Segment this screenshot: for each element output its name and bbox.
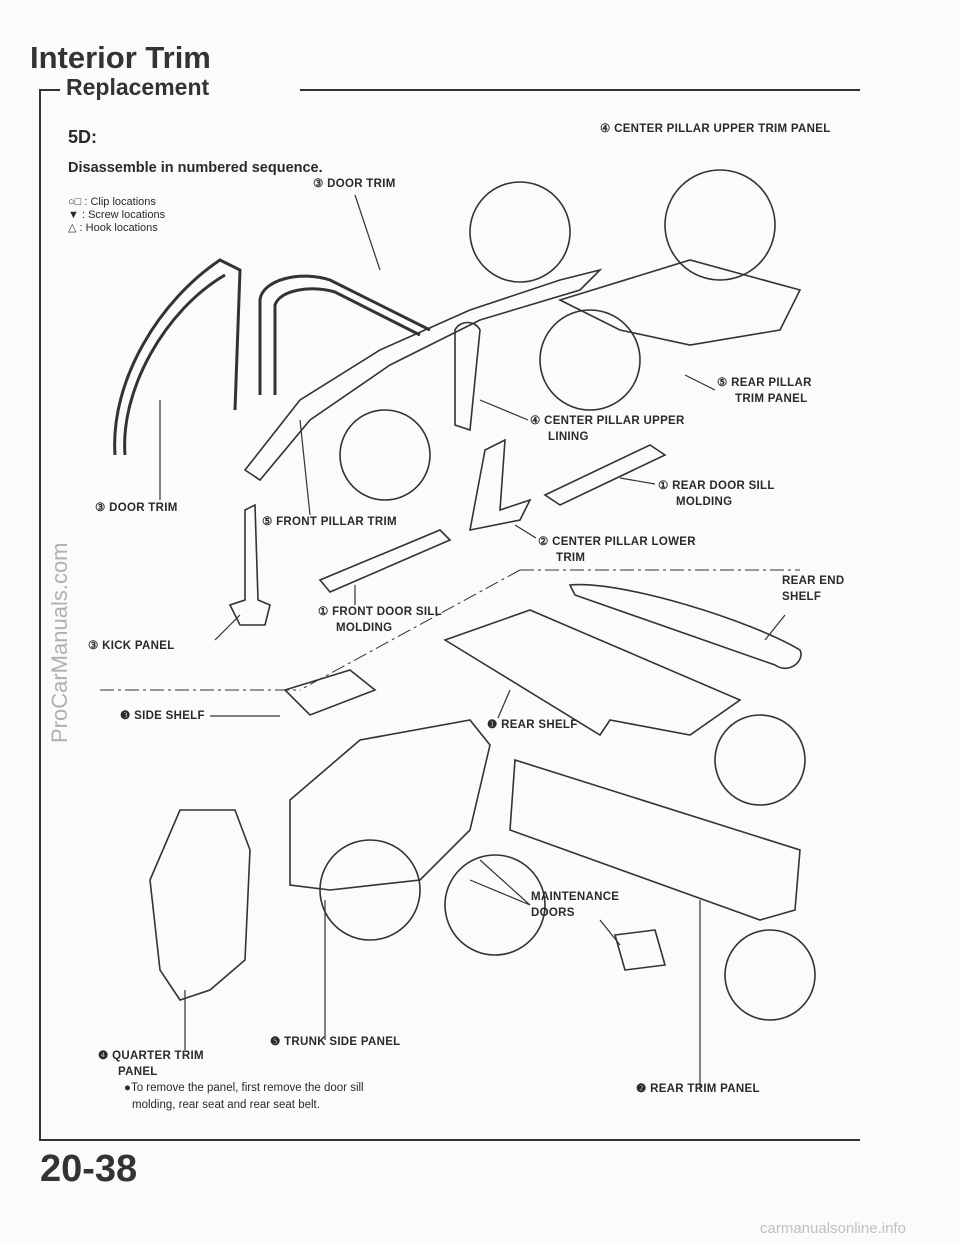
- door-trim-left-part: [113, 258, 242, 456]
- label-kick-panel: ③ KICK PANEL: [88, 640, 175, 652]
- rear-shelf-part: [443, 609, 742, 737]
- legend-item-clip: ○□ : Clip locations: [68, 196, 156, 208]
- page-title: Interior Trim: [30, 40, 211, 75]
- page-number: 20-38: [40, 1148, 138, 1190]
- rear-door-sill-part: [543, 444, 667, 506]
- detail-circle-screw-2: [714, 714, 806, 806]
- frame-border: [39, 89, 860, 1141]
- quarter-trim-panel-part: [149, 809, 251, 1001]
- front-door-sill-part: [318, 529, 452, 593]
- label-trunk-side-panel: ❺ TRUNK SIDE PANEL: [270, 1036, 401, 1048]
- detail-circle-clip-3: [539, 309, 641, 411]
- label-center-pillar-upper-trim-panel: ④ CENTER PILLAR UPPER TRIM PANEL: [600, 123, 831, 135]
- rear-trim-panel-part: [509, 758, 801, 921]
- rear-end-shelf-part: [568, 583, 802, 670]
- side-shelf-part: [283, 669, 377, 716]
- watermark-left: ProCarManuals.com: [47, 542, 72, 743]
- watermark-bottom-right: carmanualsonline.info: [760, 1220, 906, 1237]
- label-front-pillar-trim: ⑤ FRONT PILLAR TRIM: [262, 516, 397, 528]
- detail-circle-screw-3: [319, 839, 421, 941]
- detail-circle-clip-1: [469, 181, 571, 283]
- section-heading: Replacement: [62, 74, 214, 101]
- detail-circle-clip-4: [444, 854, 546, 956]
- label-side-shelf: ❸ SIDE SHELF: [120, 710, 205, 722]
- kick-panel-part: [228, 503, 271, 626]
- legend-item-screw: ▼ : Screw locations: [68, 209, 166, 221]
- label-door-trim-top: ③ DOOR TRIM: [313, 178, 396, 190]
- rear-pillar-trim-panel-part: [557, 259, 802, 346]
- legend-item-hook: △ : Hook locations: [68, 222, 158, 234]
- quarter-trim-note: ●To remove the panel, first remove the d…: [124, 1082, 364, 1111]
- instruction-text: Disassemble in numbered sequence.: [68, 160, 323, 176]
- door-trim-right-part: [258, 274, 431, 395]
- roof-rail-part: [243, 268, 603, 482]
- center-pillar-upper-lining-part: [454, 321, 481, 432]
- detail-circle-screw-1: [339, 409, 431, 501]
- detail-circle-clip-2: [664, 169, 776, 281]
- leader-lines: [159, 194, 786, 1088]
- symbol-legend: ○□ : Clip locations ▼ : Screw locations …: [68, 196, 165, 235]
- maintenance-door-part: [613, 929, 667, 971]
- separator-dashed: [100, 569, 800, 691]
- label-rear-shelf: ❶ REAR SHELF: [487, 719, 578, 731]
- label-door-trim-left: ③ DOOR TRIM: [95, 502, 178, 514]
- center-pillar-lower-trim-part: [468, 438, 532, 532]
- label-rear-trim-panel: ❷ REAR TRIM PANEL: [636, 1083, 760, 1095]
- trunk-side-panel-part: [289, 719, 491, 891]
- detail-circle-screw-4: [724, 929, 816, 1021]
- model-label: 5D:: [68, 127, 98, 147]
